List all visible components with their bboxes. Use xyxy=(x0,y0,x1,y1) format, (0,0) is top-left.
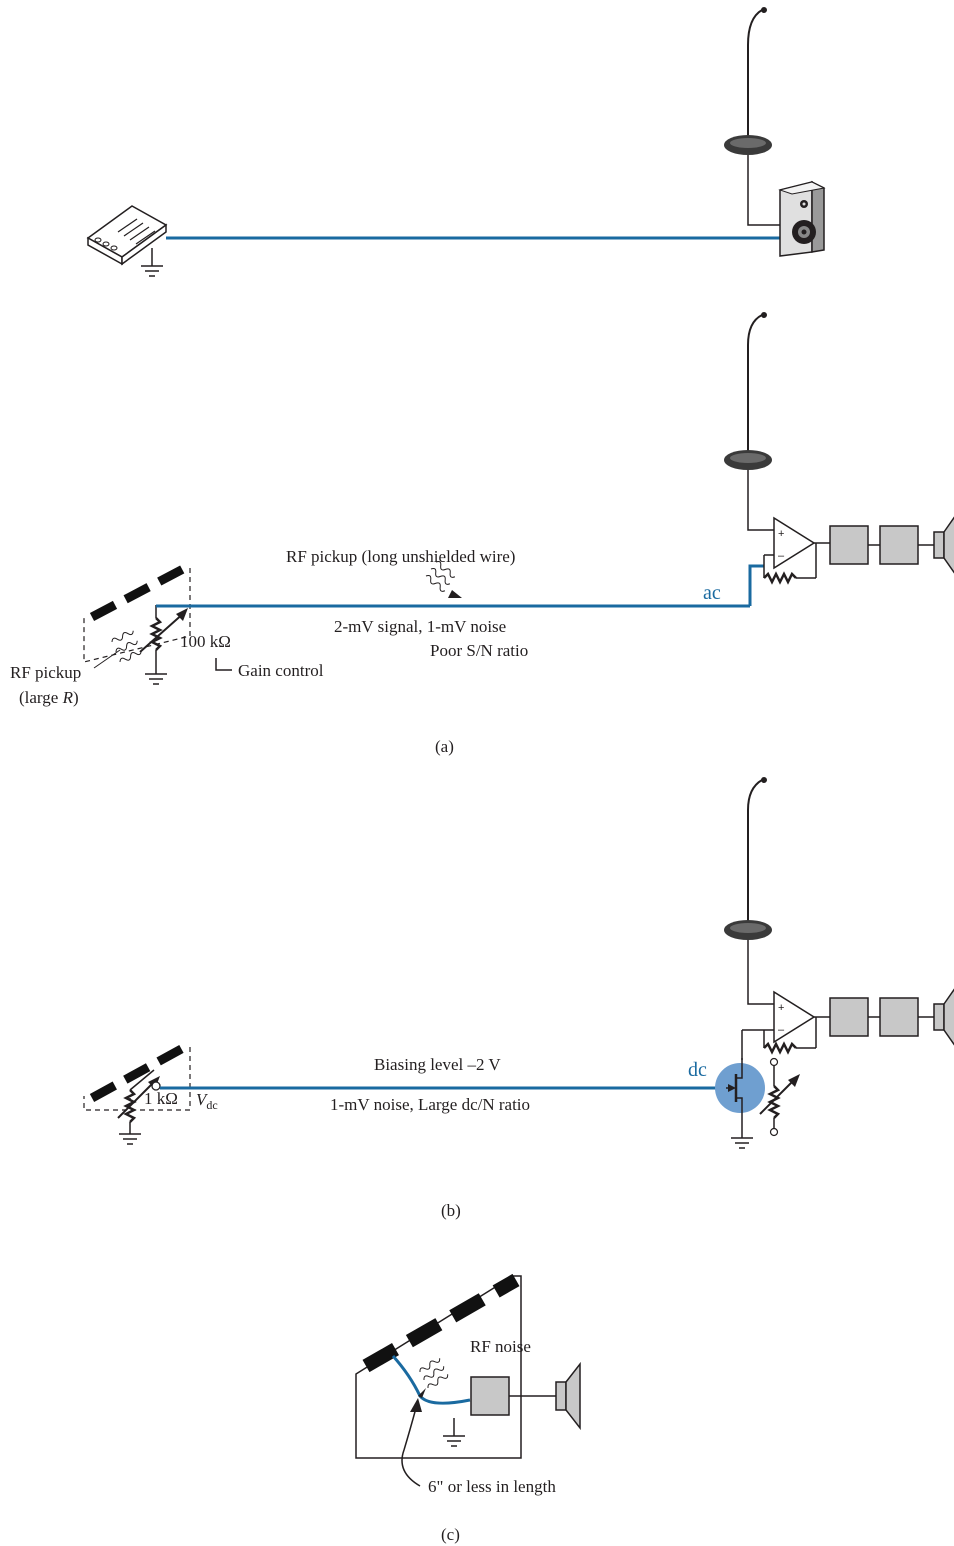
amp-block-c xyxy=(470,1376,510,1416)
potentiometer-a xyxy=(139,605,188,685)
length-label: 6" or less in length xyxy=(428,1477,556,1496)
resistor-value-b: 1 kΩ xyxy=(144,1089,178,1108)
amp-stage-b1 xyxy=(829,997,869,1037)
dc-label: dc xyxy=(688,1059,707,1081)
panel-c: RF noise 6" or less in length (c) xyxy=(355,1273,581,1544)
caption-b: (b) xyxy=(441,1201,461,1220)
jfet-transistor xyxy=(715,1058,765,1149)
op-amp-a: + – xyxy=(762,516,830,584)
panel-a: + – RF pickup (long unshielded wire) ac … xyxy=(10,312,954,756)
mixing-console-icon xyxy=(86,205,168,277)
resistor-value-a: 100 kΩ xyxy=(180,632,231,651)
panel-b: + – xyxy=(83,777,954,1220)
op-amp-plus: + xyxy=(778,528,784,540)
solar-panel-a xyxy=(89,564,188,621)
solar-panel-b xyxy=(89,1043,188,1102)
microphone-icon xyxy=(724,312,774,531)
speaker-cabinet-icon xyxy=(778,180,826,257)
dc-noise-label: 1-mV noise, Large dc/N ratio xyxy=(330,1095,530,1114)
amp-stage-b2 xyxy=(879,997,919,1037)
top-scene xyxy=(86,7,826,277)
solar-panel-c xyxy=(362,1273,520,1373)
amp-stage-a2 xyxy=(879,525,919,565)
gain-control-leader xyxy=(215,658,232,671)
noise-squiggle-icon xyxy=(423,559,462,598)
signal-wire-a-rise xyxy=(748,564,764,606)
gain-control-label: Gain control xyxy=(238,661,324,680)
vdc-terminal xyxy=(151,1081,161,1091)
op-amp-minus: – xyxy=(778,1024,785,1036)
microphone-icon xyxy=(724,7,784,226)
rf-noise-squiggle-icon xyxy=(418,1355,450,1398)
caption-c: (c) xyxy=(441,1525,460,1544)
caption-a: (a) xyxy=(435,737,454,756)
signal-noise-label: 2-mV signal, 1-mV noise xyxy=(334,617,506,636)
rf-pickup-wire-label: RF pickup (long unshielded wire) xyxy=(286,547,515,566)
length-leader xyxy=(401,1407,421,1487)
op-amp-b: + – xyxy=(741,990,830,1060)
op-amp-plus: + xyxy=(778,1002,784,1014)
loudspeaker-icon xyxy=(933,988,954,1046)
rf-pickup-squiggle-icon xyxy=(93,628,143,669)
vdc-label: Vdc xyxy=(196,1090,218,1112)
bias-potentiometer xyxy=(759,1057,800,1137)
enclosure-b xyxy=(83,1047,191,1111)
rf-pickup-sublabel: (large R) xyxy=(19,688,79,707)
housing-outline xyxy=(355,1275,522,1459)
op-amp-minus: – xyxy=(778,550,785,562)
rf-noise-label: RF noise xyxy=(470,1337,531,1356)
ac-label: ac xyxy=(703,582,721,604)
enclosure-a xyxy=(83,568,191,663)
rf-pickup-label: RF pickup xyxy=(10,663,81,682)
loudspeaker-icon xyxy=(933,516,954,574)
microphone-icon xyxy=(724,777,774,1005)
sn-ratio-label: Poor S/N ratio xyxy=(430,641,528,660)
loudspeaker-icon xyxy=(555,1361,581,1431)
bias-level-label: Biasing level –2 V xyxy=(374,1055,501,1074)
amp-stage-a1 xyxy=(829,525,869,565)
